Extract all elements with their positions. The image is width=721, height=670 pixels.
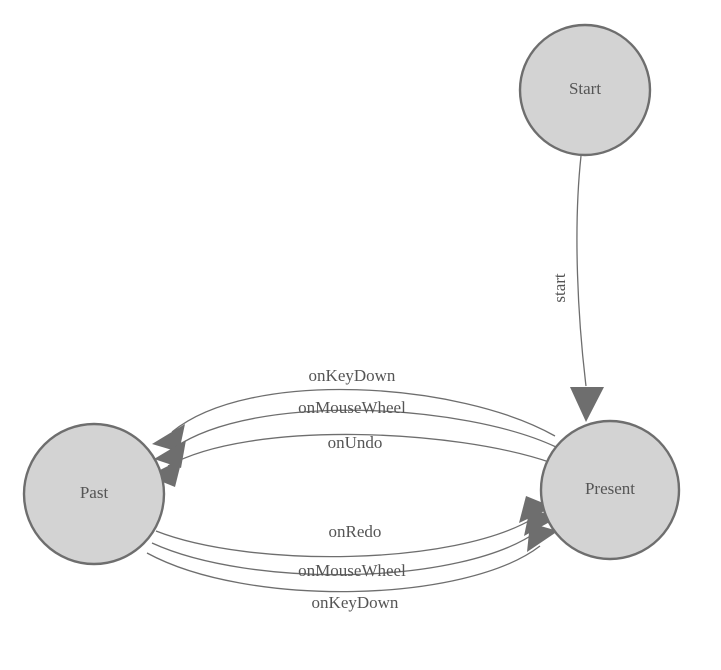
edge-onredo-path[interactable] <box>155 517 535 558</box>
edge-label-onundo: onUndo <box>328 433 383 452</box>
edge-label-onredo: onRedo <box>329 522 382 541</box>
node-present-circle <box>539 419 681 561</box>
arrowhead-past-3 <box>148 459 182 487</box>
edge-onundo-path[interactable] <box>167 433 553 467</box>
arrowhead-present-3 <box>527 523 558 552</box>
node-start-circle <box>518 23 652 157</box>
edge-onkeydown-up-path[interactable] <box>171 388 556 437</box>
node-past-circle <box>22 422 166 566</box>
edge-label-onkeydown-down: onKeyDown <box>312 593 399 612</box>
arrowhead-past-1 <box>152 424 185 452</box>
edge-label-start: start <box>550 273 569 303</box>
edge-label-onmousewheel-up: onMouseWheel <box>298 398 406 417</box>
node-start-label: Start <box>569 79 601 98</box>
edge-start-to-present[interactable]: start <box>550 155 604 422</box>
edge-onmousewheel-up-path[interactable] <box>173 409 557 449</box>
node-past[interactable]: Past <box>22 422 166 566</box>
arrowhead-present-top <box>570 387 604 422</box>
edge-label-onmousewheel-down: onMouseWheel <box>298 561 406 580</box>
edge-group-past-to-present: onRedo onMouseWheel onKeyDown <box>146 496 558 612</box>
node-past-label: Past <box>80 483 109 502</box>
edge-label-onkeydown-up: onKeyDown <box>309 366 396 385</box>
node-present-label: Present <box>585 479 635 498</box>
node-present[interactable]: Present <box>539 419 681 561</box>
node-start[interactable]: Start <box>518 23 652 157</box>
edge-onkeydown-down-path[interactable] <box>146 545 541 593</box>
edge-start-path <box>576 155 587 387</box>
arrowhead-present-1 <box>519 496 553 523</box>
edge-group-present-to-past: onKeyDown onMouseWheel onUndo <box>148 366 557 487</box>
edge-onmousewheel-down-path[interactable] <box>151 530 539 576</box>
